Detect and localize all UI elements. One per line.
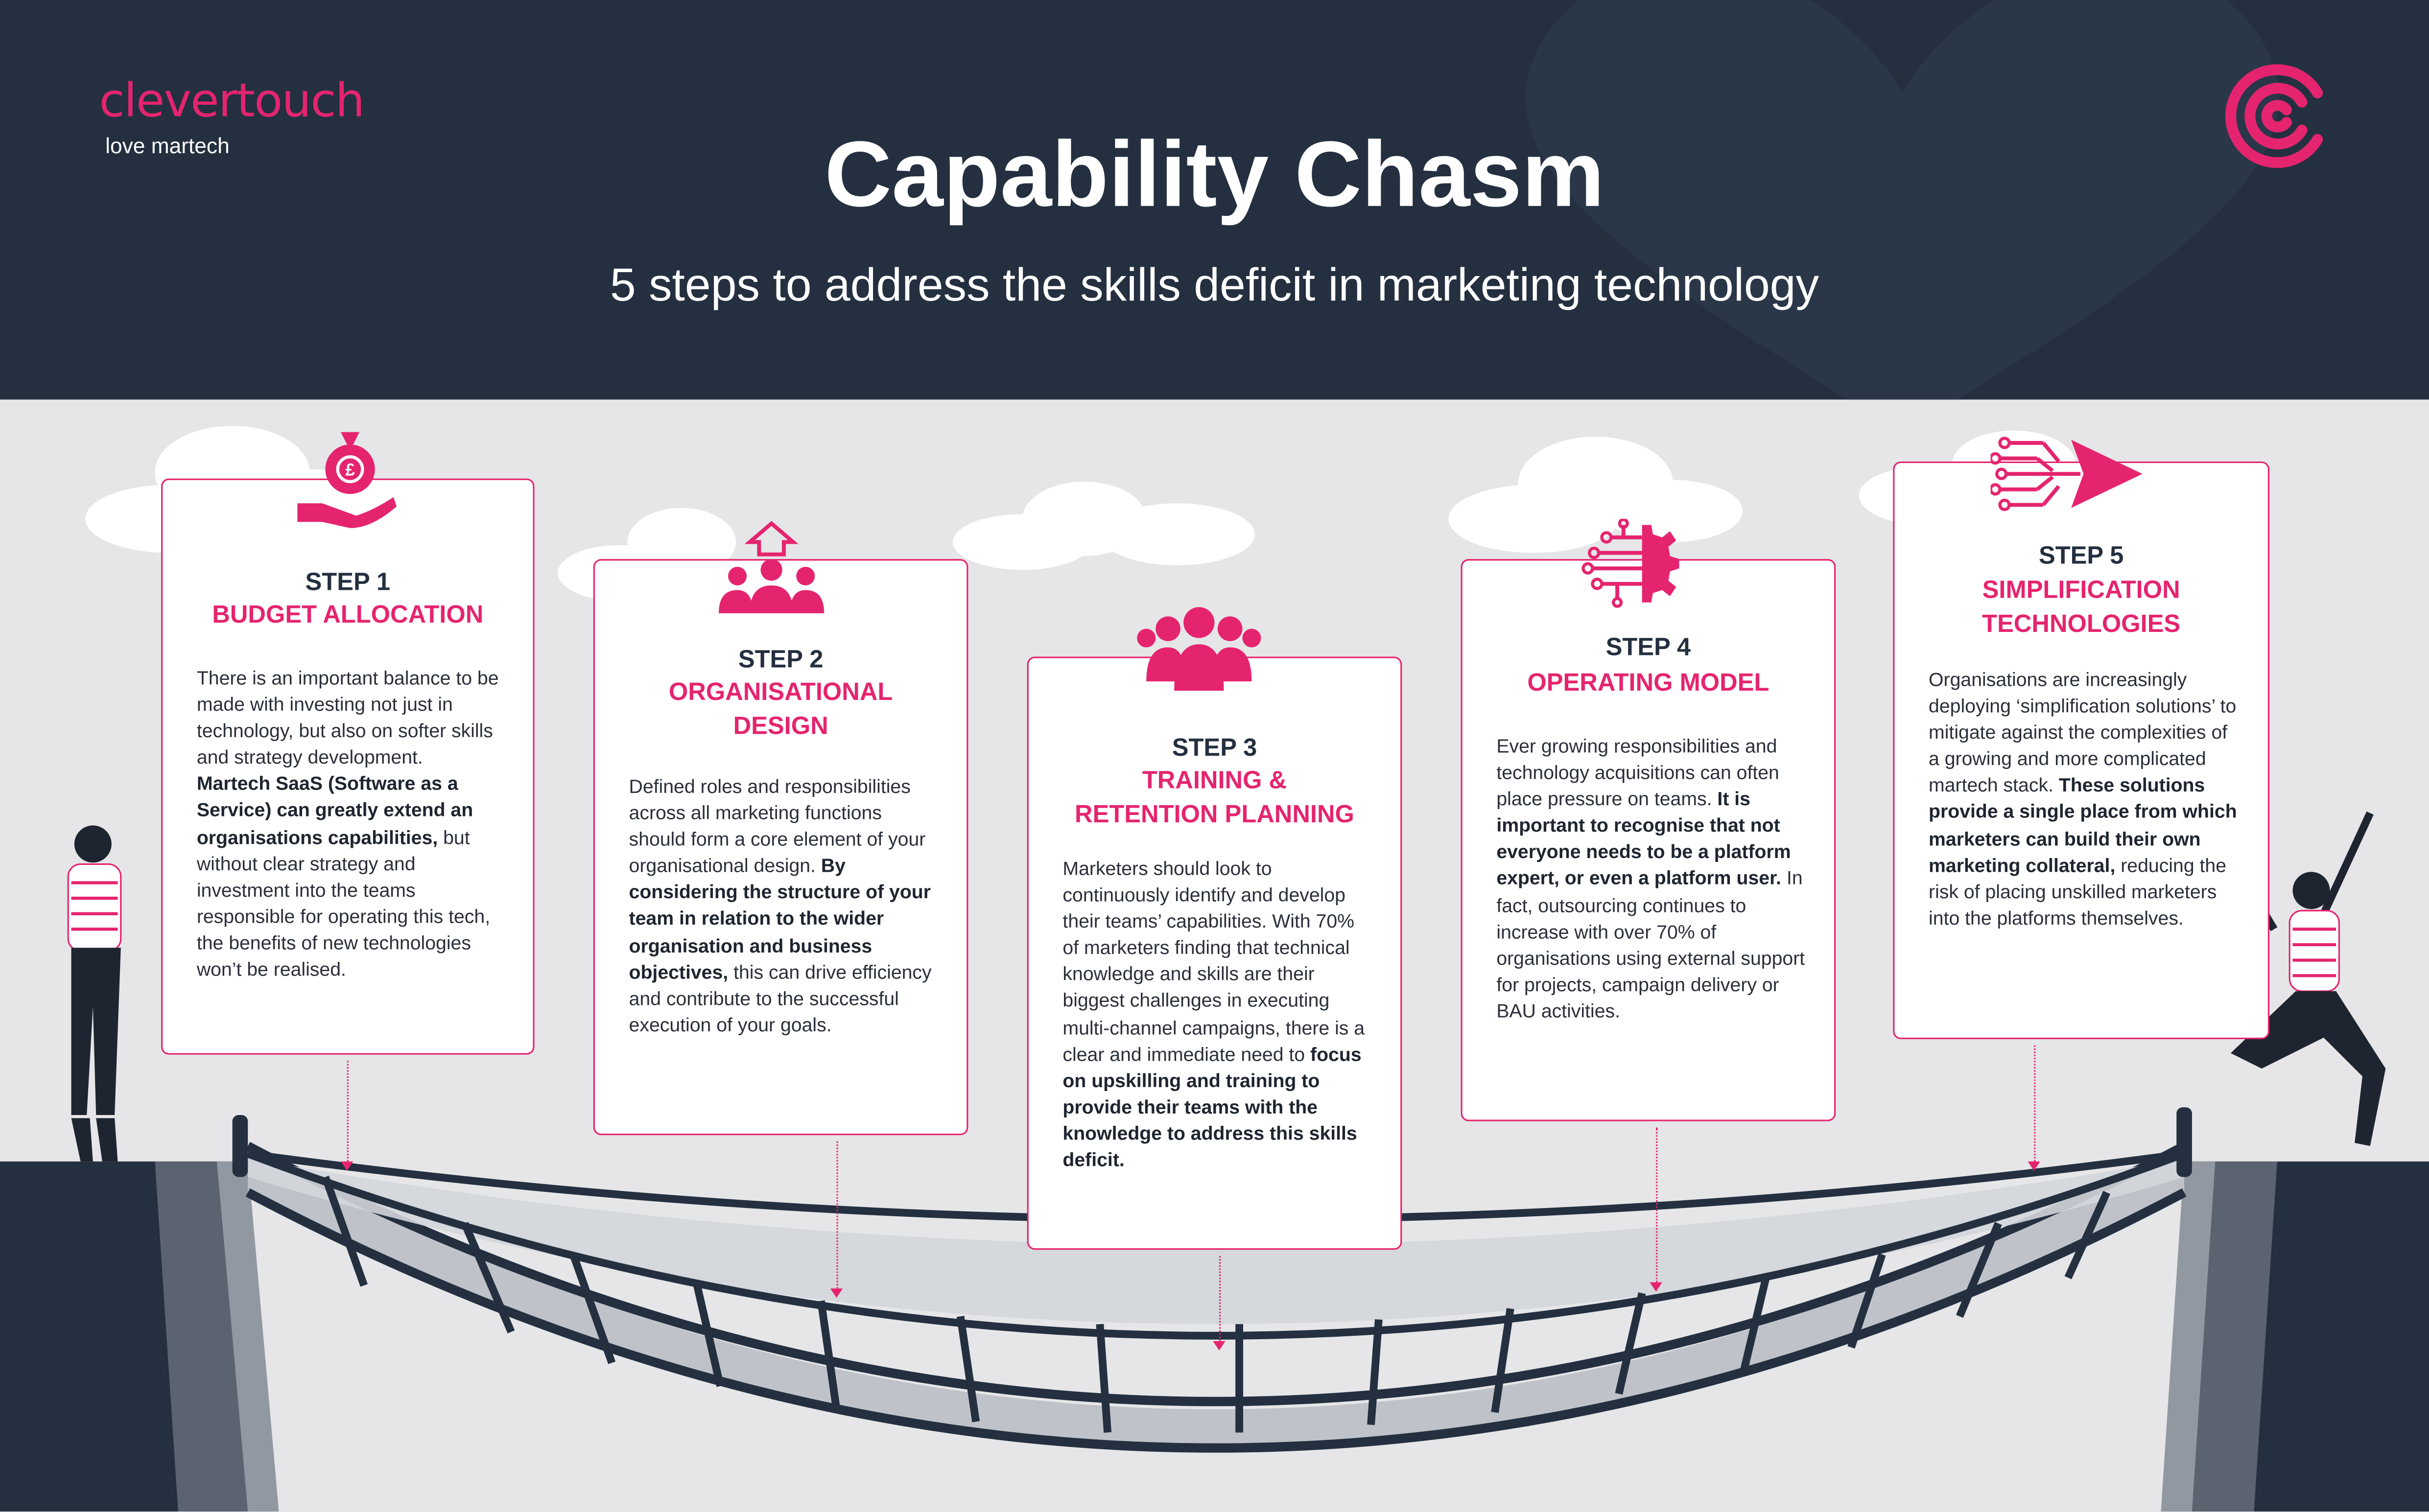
step-body-text: Defined roles and responsibilities acros… [629, 776, 926, 877]
step-body-text: In fact, outsourcing continues to increa… [1496, 868, 1805, 1022]
step-number: STEP 2 [738, 647, 824, 674]
connector-line-5 [2034, 1045, 2036, 1162]
step-card-4: STEP 4 OPERATING MODEL Ever growing resp… [1461, 559, 1836, 1121]
svg-text:£: £ [345, 460, 354, 479]
step-body: There is an important balance to be made… [197, 666, 499, 983]
step-number: STEP 3 [1172, 735, 1257, 762]
person-thinking-illustration [67, 825, 122, 1162]
step-body: Organisations are increasingly deploying… [1929, 668, 2239, 932]
step-title: BUDGET ALLOCATION [212, 602, 484, 629]
step-body-emphasis: It is important to recognise that not ev… [1496, 789, 1791, 890]
header-banner: clevertouch love martech Capability Chas… [0, 0, 2429, 400]
step-title: OPERATING MODEL [1527, 670, 1769, 697]
people-group-icon [1137, 607, 1261, 691]
step-body-text: reducing the risk of placing unskilled m… [1929, 854, 2227, 929]
brand-tagline: love martech [105, 133, 230, 158]
step-number: STEP 5 [2038, 543, 2124, 570]
connector-arrow-5 [2028, 1161, 2040, 1171]
step-title: TRAINING & RETENTION PLANNING [1075, 768, 1354, 829]
step-body-text: this can drive efficiency and contribute… [629, 961, 932, 1036]
connector-line-2 [836, 1141, 838, 1289]
team-structure-icon [719, 521, 825, 613]
connector-line-4 [1656, 1127, 1658, 1282]
step-body-text: Marketers should look to continuously id… [1062, 858, 1365, 1065]
connector-arrow-4 [1650, 1282, 1662, 1292]
step-body-emphasis: Martech SaaS (Software as a Service) can… [196, 773, 473, 848]
step-body-text: Ever growing responsibilities and techno… [1496, 735, 1779, 811]
step-body-emphasis: focus on upskilling and training to prov… [1062, 1043, 1362, 1171]
connector-arrow-1 [341, 1161, 354, 1171]
page-subtitle: 5 steps to address the skills deficit in… [610, 260, 1819, 311]
step-title: ORGANISATIONAL DESIGN [668, 679, 893, 741]
step-number: STEP 1 [305, 570, 391, 597]
step-card-3: STEP 3 TRAINING & RETENTION PLANNING Mar… [1027, 656, 1402, 1250]
circuit-gear-icon [1581, 518, 1679, 608]
step-body-emphasis: These solutions provide a single place f… [1929, 775, 2237, 876]
connector-arrow-2 [830, 1288, 843, 1298]
step-card-2: STEP 2 ORGANISATIONAL DESIGN Defined rol… [593, 559, 968, 1136]
step-body-text: Organisations are increasingly deploying… [1929, 669, 2237, 797]
connector-line-3 [1219, 1256, 1221, 1341]
brand-logo[interactable]: clevertouch [99, 74, 365, 129]
step-card-5: STEP 5 SIMPLIFICATION TECHNOLOGIES Organ… [1893, 461, 2270, 1039]
step-body: Ever growing responsibilities and techno… [1496, 734, 1806, 1025]
step-card-1: STEP 1 BUDGET ALLOCATION There is an imp… [161, 478, 535, 1055]
step-body-text: but without clear strategy and investmen… [196, 826, 491, 980]
step-body: Defined roles and responsibilities acros… [629, 774, 939, 1039]
step-body-emphasis: By considering the structure of your tea… [629, 855, 931, 983]
connector-line-1 [347, 1061, 349, 1162]
page-title: Capability Chasm [825, 122, 1604, 226]
circuit-arrow-icon [1990, 437, 2143, 512]
step-number: STEP 4 [1605, 635, 1691, 661]
heart-watermark-icon [1525, 0, 2279, 400]
clevertouch-mark-icon [2225, 64, 2323, 168]
step-title: SIMPLIFICATION TECHNOLOGIES [1982, 578, 2181, 638]
step-body-text: There is an important balance to be made… [196, 667, 499, 769]
connector-arrow-3 [1213, 1341, 1226, 1350]
step-body: Marketers should look to continuously id… [1062, 857, 1372, 1174]
money-bag-hand-icon: £ [297, 432, 397, 528]
